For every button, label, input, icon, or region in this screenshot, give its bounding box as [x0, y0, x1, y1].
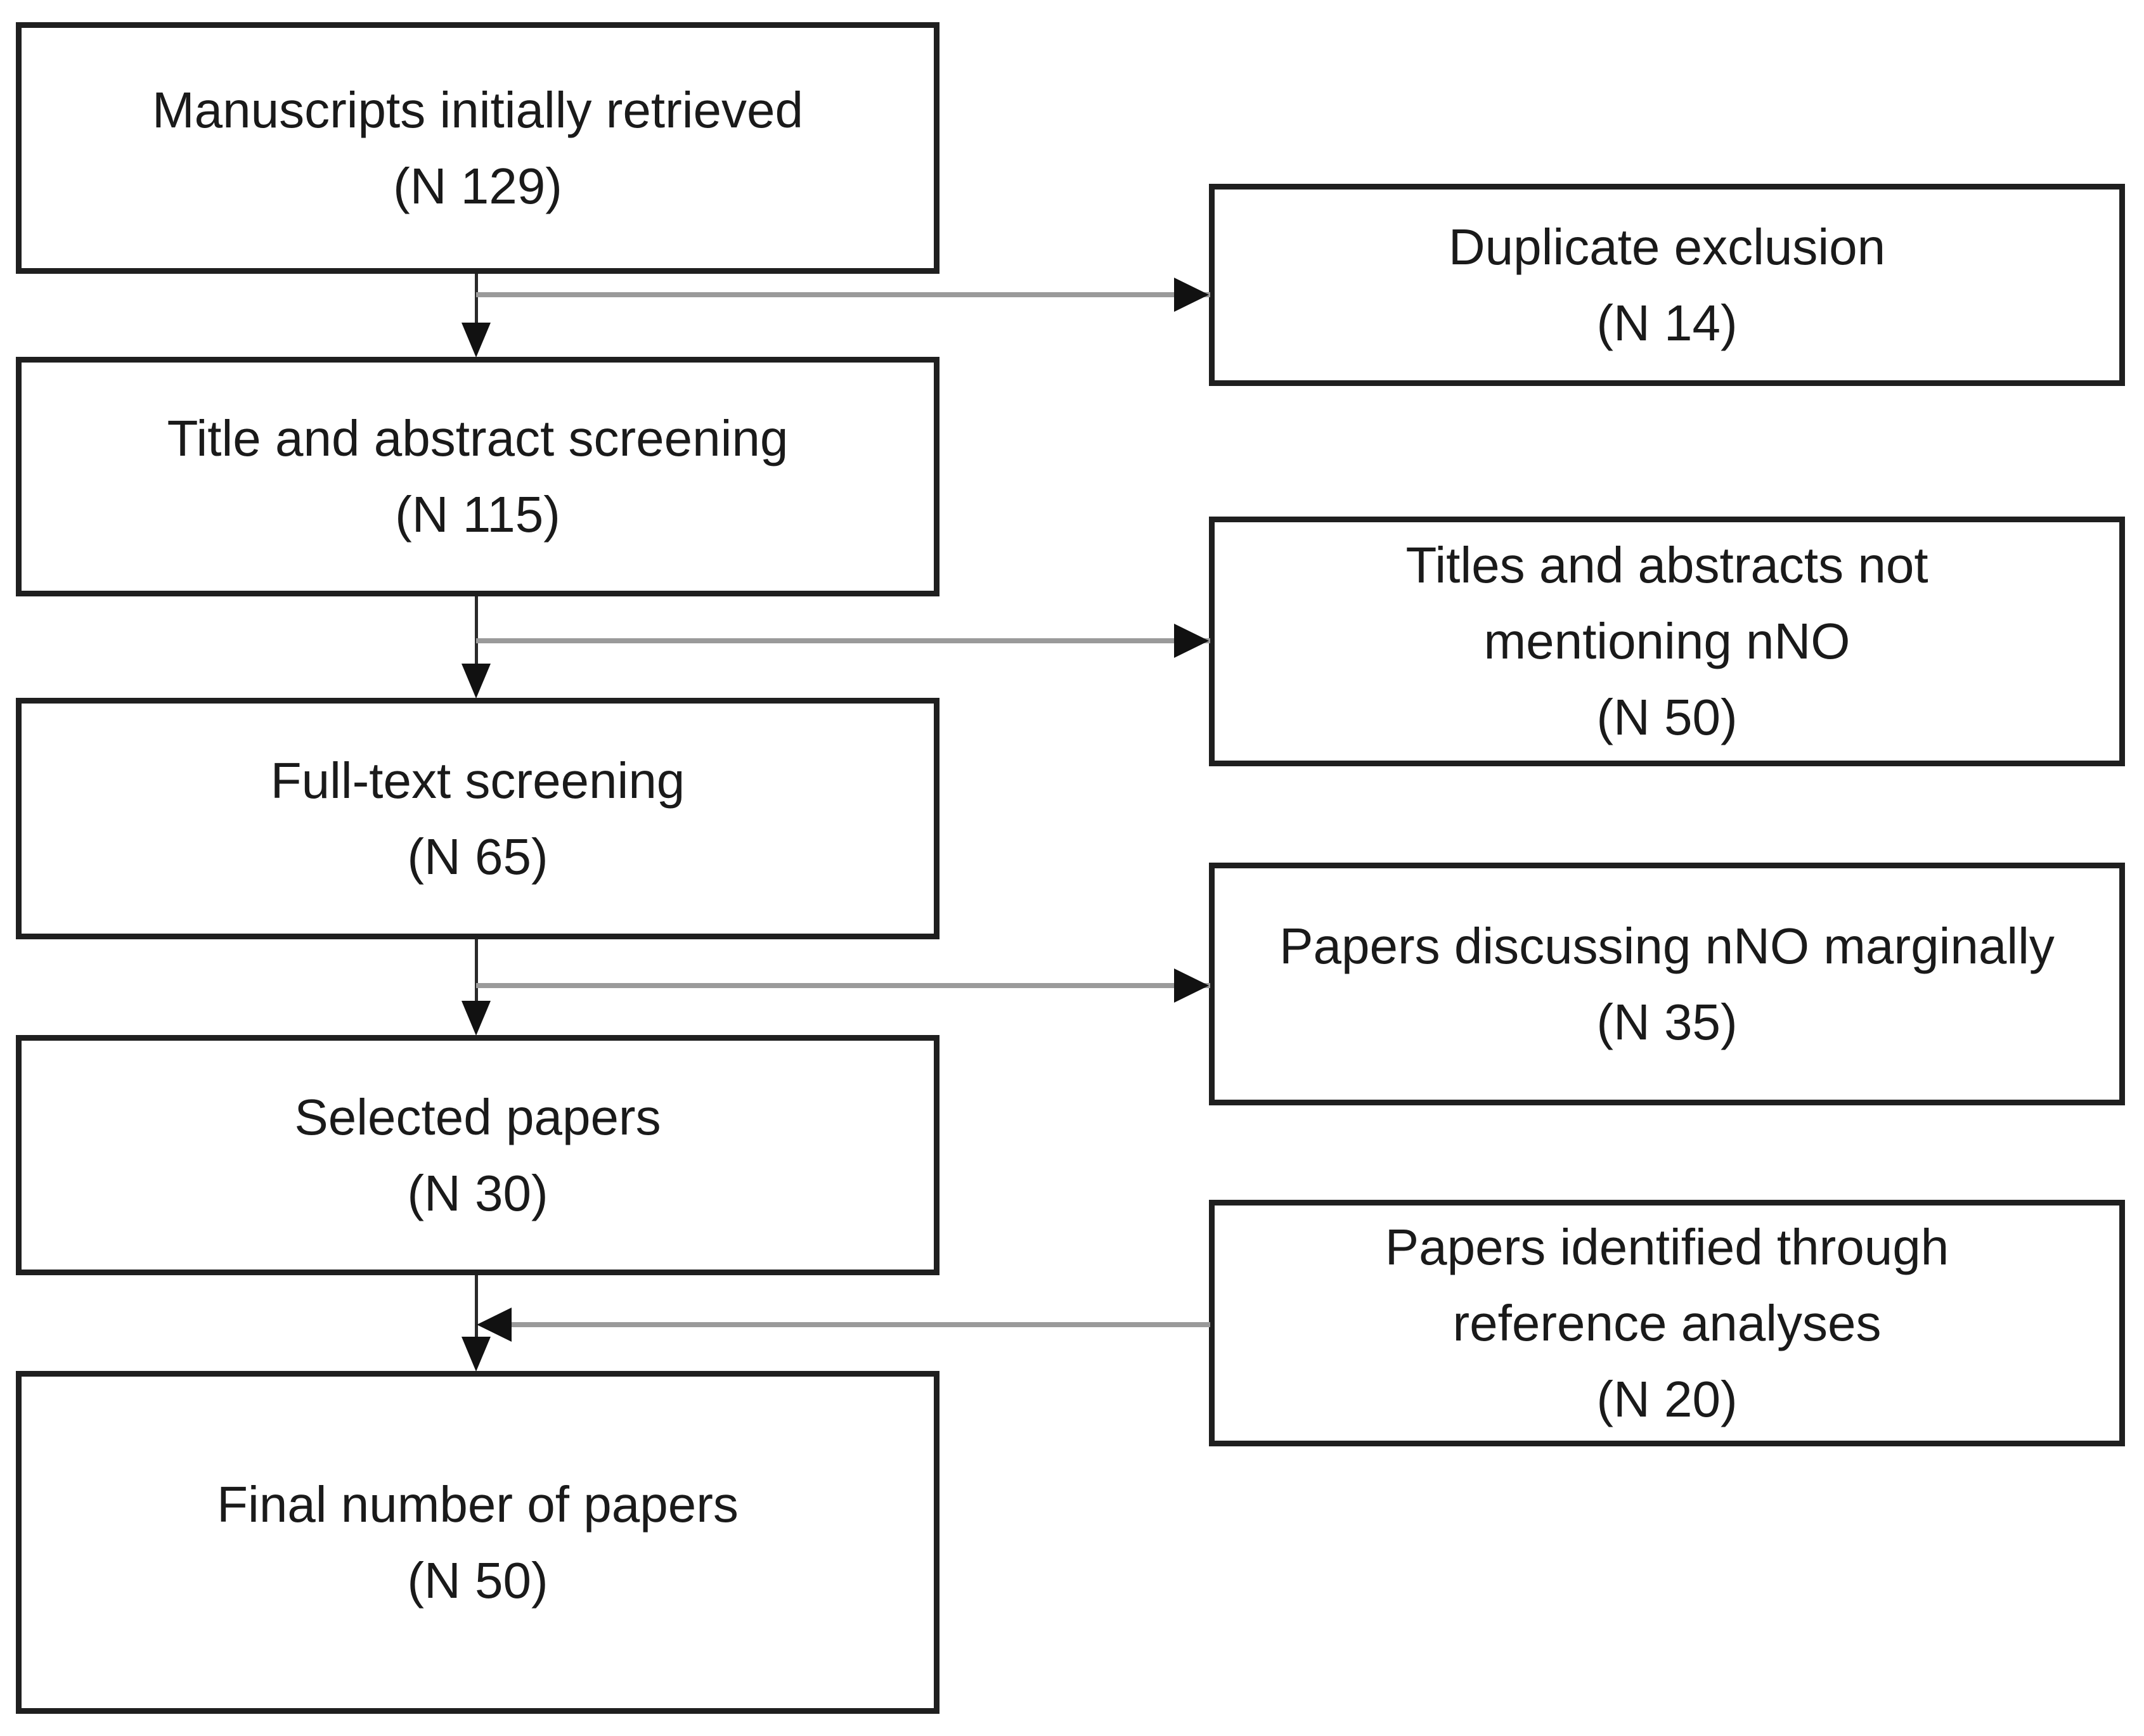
box-count: (N 20) — [1596, 1370, 1738, 1427]
right-arrowhead-icon — [1174, 624, 1209, 658]
box-label: Papers identified through reference anal… — [1385, 1218, 1949, 1351]
box-count: (N 129) — [393, 157, 562, 214]
box-count: (N 50) — [407, 1552, 548, 1609]
flow-box-duplicate-exclusion: Duplicate exclusion (N 14) — [1209, 184, 2125, 386]
box-label: Titles and abstracts not mentioning nNO — [1405, 537, 1928, 669]
box-count: (N 115) — [395, 486, 560, 543]
left-arrowhead-icon — [477, 1308, 512, 1342]
flow-box-papers-from-reference-analyses: Papers identified through reference anal… — [1209, 1200, 2125, 1446]
flow-box-selected-papers: Selected papers (N 30) — [16, 1035, 940, 1275]
box-count: (N 50) — [1596, 689, 1738, 745]
flow-connector-vertical — [475, 596, 478, 666]
box-count: (N 30) — [407, 1164, 548, 1221]
box-count: (N 65) — [407, 828, 548, 885]
flow-box-papers-discussing-nno-marginally: Papers discussing nNO marginally (N 35) — [1209, 863, 2125, 1105]
box-label: Title and abstract screening — [167, 410, 789, 466]
box-label: Final number of papers — [217, 1476, 739, 1533]
right-arrowhead-icon — [1174, 278, 1209, 312]
down-arrowhead-icon — [462, 323, 491, 357]
box-label: Manuscripts initially retrieved — [152, 81, 804, 138]
down-arrowhead-icon — [462, 1337, 491, 1372]
box-label: Papers discussing nNO marginally — [1279, 917, 2055, 974]
flow-box-final-papers: Final number of papers (N 50) — [16, 1371, 940, 1714]
right-arrowhead-icon — [1174, 968, 1209, 1003]
box-count: (N 14) — [1596, 294, 1738, 351]
flow-connector-horizontal — [476, 292, 1210, 297]
down-arrowhead-icon — [462, 664, 491, 698]
flow-connector-horizontal — [476, 638, 1210, 643]
flow-connector-vertical — [475, 939, 478, 1003]
flow-connector-vertical — [475, 274, 478, 326]
box-label: Duplicate exclusion — [1448, 218, 1886, 275]
flow-box-titles-not-mentioning-nno: Titles and abstracts not mentioning nNO … — [1209, 517, 2125, 766]
flow-box-manuscripts-retrieved: Manuscripts initially retrieved (N 129) — [16, 22, 940, 274]
box-label: Full-text screening — [270, 752, 685, 809]
box-label: Selected papers — [294, 1088, 661, 1145]
flow-connector-horizontal — [476, 983, 1210, 988]
flow-connector-vertical — [475, 1275, 478, 1339]
flow-box-title-abstract-screening: Title and abstract screening (N 115) — [16, 357, 940, 596]
flow-connector-horizontal — [510, 1322, 1210, 1327]
box-count: (N 35) — [1596, 993, 1738, 1050]
flow-box-full-text-screening: Full-text screening (N 65) — [16, 698, 940, 939]
down-arrowhead-icon — [462, 1001, 491, 1036]
